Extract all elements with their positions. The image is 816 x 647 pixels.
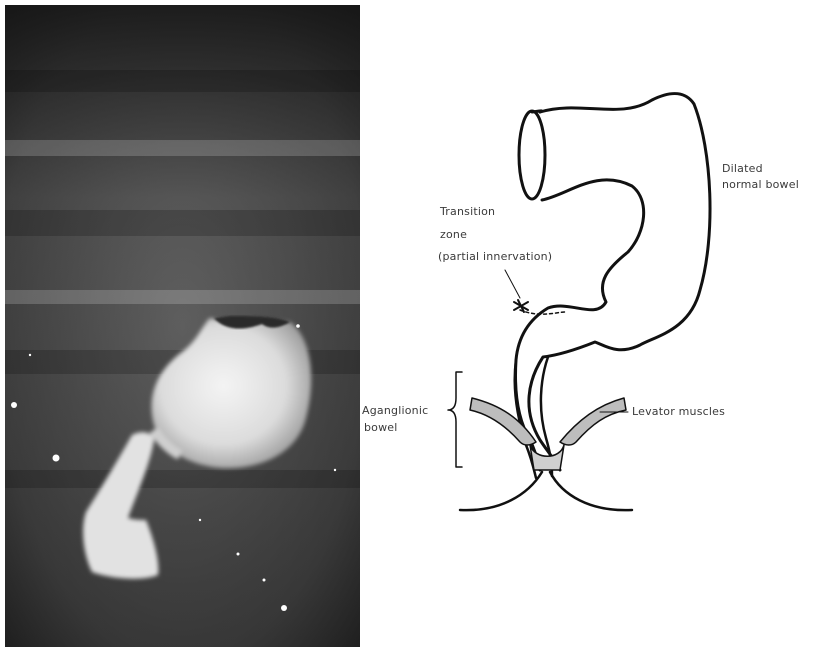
label-transition-line3: (partial innervation) bbox=[438, 250, 552, 263]
radiograph-panel bbox=[5, 5, 360, 647]
radiograph-shading bbox=[5, 5, 360, 647]
bowel-lumen-opening bbox=[519, 111, 545, 199]
diagram-labels: Dilated normal bowel Transition zone (pa… bbox=[362, 162, 799, 434]
label-dilated-line1: Dilated bbox=[722, 162, 763, 175]
label-levator-muscles: Levator muscles bbox=[632, 405, 725, 418]
perineum-left bbox=[460, 472, 542, 510]
aganglionic-brace bbox=[448, 372, 462, 467]
levator-muscles bbox=[470, 398, 626, 470]
label-aganglionic-line2: bowel bbox=[364, 421, 398, 434]
label-dilated-line2: normal bowel bbox=[722, 178, 799, 191]
label-transition-line2: zone bbox=[440, 228, 467, 241]
label-aganglionic-line1: Aganglionic bbox=[362, 404, 428, 417]
schematic-panel bbox=[448, 94, 710, 511]
transition-pointer bbox=[505, 270, 520, 298]
label-transition-line1: Transition bbox=[439, 205, 495, 218]
perineum-right bbox=[550, 472, 632, 510]
